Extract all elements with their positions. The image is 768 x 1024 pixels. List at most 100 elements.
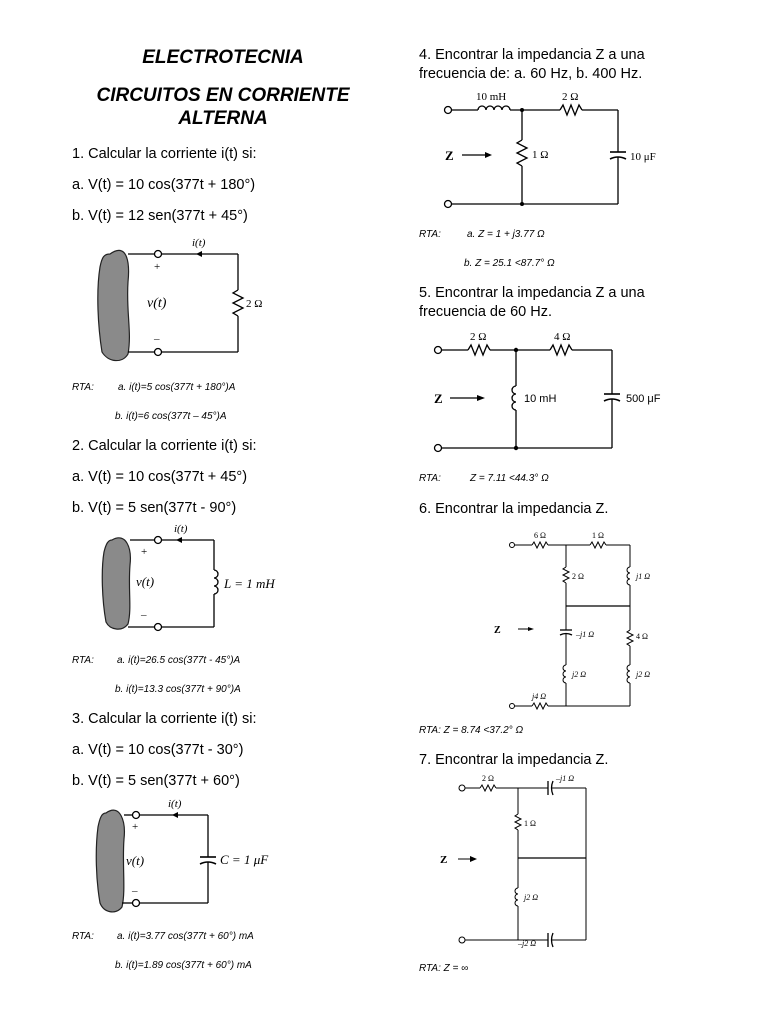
page-title: ELECTROTECNIA xyxy=(142,47,304,68)
z-arrow xyxy=(528,627,534,631)
resistor-symbol xyxy=(589,540,607,550)
source-label: v(t) xyxy=(147,296,167,311)
resistor-symbol xyxy=(561,566,571,584)
problem-2-statement: 2. Calcular la corriente i(t) si: xyxy=(72,438,257,454)
problem-4-rta-a: a. Z = 1 + j3.77 Ω xyxy=(467,229,545,240)
problem-3-rta-label: RTA: xyxy=(72,931,94,942)
problem-3-rta-a: a. i(t)=3.77 cos(377t + 60°) mA xyxy=(117,931,254,942)
problem-2-case-a: a. V(t) = 10 cos(377t + 45°) xyxy=(72,469,248,485)
inductor-symbol xyxy=(626,664,631,684)
resistor-4-label: 4 Ω xyxy=(554,331,570,343)
problem-7-circuit: Z 2 Ω –j1 Ω 1 Ω j2 Ω –j2 Ω xyxy=(440,774,587,948)
page-subtitle-line2: ALTERNA xyxy=(178,108,268,129)
problem-2-case-b: b. V(t) = 5 sen(377t - 90°) xyxy=(72,500,237,516)
voltage-source-shape xyxy=(101,537,131,630)
source-label: v(t) xyxy=(136,574,154,589)
voltage-source-shape xyxy=(95,809,125,913)
problem-5-rta: Z = 7.11 <44.3° Ω xyxy=(470,473,549,484)
problem-6-circuit: Z 6 Ω 1 Ω 2 Ω j1 Ω –j1 Ω 4 Ω j2 Ω j2 Ω j… xyxy=(494,531,650,711)
r1-label: 1 Ω xyxy=(524,819,536,828)
problem-4-rta-b: b. Z = 25.1 <87.7° Ω xyxy=(464,258,555,269)
shunt-resistor-label: 1 Ω xyxy=(532,149,548,161)
j4-label: j4 Ω xyxy=(531,692,546,701)
page-subtitle-line1: CIRCUITOS EN CORRIENTE xyxy=(96,85,350,106)
minus-label: – xyxy=(140,609,147,621)
z-arrow xyxy=(485,152,492,158)
capacitor-label: C = 1 μF xyxy=(220,852,269,867)
z-label: Z xyxy=(440,854,447,866)
plus-label: + xyxy=(154,261,160,273)
z-label: Z xyxy=(494,625,501,636)
inductor-symbol xyxy=(213,569,219,595)
z-arrow xyxy=(477,395,485,401)
r1-label: 1 Ω xyxy=(592,531,604,540)
problem-1-case-b: b. V(t) = 12 sen(377t + 45°) xyxy=(72,208,248,224)
resistor-symbol xyxy=(515,139,529,167)
problem-6-rta: RTA: Z = 8.74 <37.2° Ω xyxy=(419,725,524,736)
problem-3-rta-b: b. i(t)=1.89 cos(377t + 60°) mA xyxy=(115,960,252,971)
current-arrow xyxy=(172,812,178,818)
problem-7-rta: RTA: Z = ∞ xyxy=(419,963,469,974)
problem-4-circuit: Z 10 mH 2 Ω 1 Ω 10 μF xyxy=(443,91,656,209)
resistor-symbol xyxy=(467,343,491,357)
mj2-label: –j2 Ω xyxy=(517,939,536,948)
resistor-symbol xyxy=(531,701,549,711)
z-arrow xyxy=(470,856,477,862)
mj1-label: –j1 Ω xyxy=(555,774,574,783)
inductor-label: 10 mH xyxy=(476,91,506,103)
inductor-label: 10 mH xyxy=(524,393,556,405)
source-label: v(t) xyxy=(126,853,144,868)
resistor-symbol xyxy=(559,103,583,117)
problem-2-rta-label: RTA: xyxy=(72,655,94,666)
current-arrow xyxy=(176,537,182,543)
j2-label: j2 Ω xyxy=(523,893,538,902)
plus-label: + xyxy=(132,821,138,833)
problem-4-statement-line2: frecuencia de: a. 60 Hz, b. 400 Hz. xyxy=(419,66,643,82)
problem-5-circuit: Z 2 Ω 4 Ω 10 mH 500 μF xyxy=(433,331,661,453)
mj1-label: –j1 Ω xyxy=(575,630,594,639)
resistor-symbol xyxy=(513,813,523,831)
series-resistor-label: 2 Ω xyxy=(562,91,578,103)
problem-1-rta-label: RTA: xyxy=(72,382,94,393)
inductor-symbol xyxy=(477,105,511,111)
resistor-symbol xyxy=(625,629,635,647)
problem-5-rta-label: RTA: xyxy=(419,473,441,484)
problem-3-case-b: b. V(t) = 5 sen(377t + 60°) xyxy=(72,773,240,789)
j1-label: j1 Ω xyxy=(635,572,650,581)
problem-2-circuit: i(t) + v(t) – L = 1 mH xyxy=(101,523,275,632)
problem-3-circuit: i(t) + v(t) – C = 1 μF xyxy=(95,798,269,913)
resistor-symbol xyxy=(531,540,549,550)
problem-3-statement: 3. Calcular la corriente i(t) si: xyxy=(72,711,257,727)
minus-label: – xyxy=(131,885,138,897)
resistor-symbol xyxy=(479,783,497,793)
problem-2-rta-a: a. i(t)=26.5 cos(377t - 45°)A xyxy=(117,655,241,666)
r2-label: 2 Ω xyxy=(572,572,584,581)
current-label: i(t) xyxy=(174,523,188,535)
problem-1-case-a: a. V(t) = 10 cos(377t + 180°) xyxy=(72,177,256,193)
inductor-symbol xyxy=(514,887,519,907)
resistor-2-label: 2 Ω xyxy=(470,331,486,343)
z-label: Z xyxy=(434,391,443,406)
problem-1-statement: 1. Calcular la corriente i(t) si: xyxy=(72,146,257,162)
current-label: i(t) xyxy=(168,798,182,810)
problem-1-circuit: i(t) + v(t) – 2 Ω xyxy=(97,237,262,362)
problem-7-statement: 7. Encontrar la impedancia Z. xyxy=(419,752,609,768)
problem-4-statement-line1: 4. Encontrar la impedancia Z a una xyxy=(419,47,645,63)
inductor-label: L = 1 mH xyxy=(223,576,275,591)
j2-right-label: j2 Ω xyxy=(635,670,650,679)
problem-1-rta-a: a. i(t)=5 cos(377t + 180°)A xyxy=(118,382,236,393)
capacitor-label: 500 μF xyxy=(626,393,661,405)
resistor-symbol xyxy=(549,343,573,357)
current-label: i(t) xyxy=(192,237,206,249)
j2-left-label: j2 Ω xyxy=(571,670,586,679)
minus-label: – xyxy=(153,333,160,345)
r6-label: 6 Ω xyxy=(534,531,546,540)
plus-label: + xyxy=(141,546,147,558)
inductor-symbol xyxy=(562,664,567,684)
r2-label: 2 Ω xyxy=(482,774,494,783)
voltage-source-shape xyxy=(97,249,130,362)
resistor-label: 2 Ω xyxy=(246,298,262,310)
problem-6-statement: 6. Encontrar la impedancia Z. xyxy=(419,501,609,517)
current-arrow xyxy=(196,251,202,257)
capacitor-label: 10 μF xyxy=(630,151,656,163)
